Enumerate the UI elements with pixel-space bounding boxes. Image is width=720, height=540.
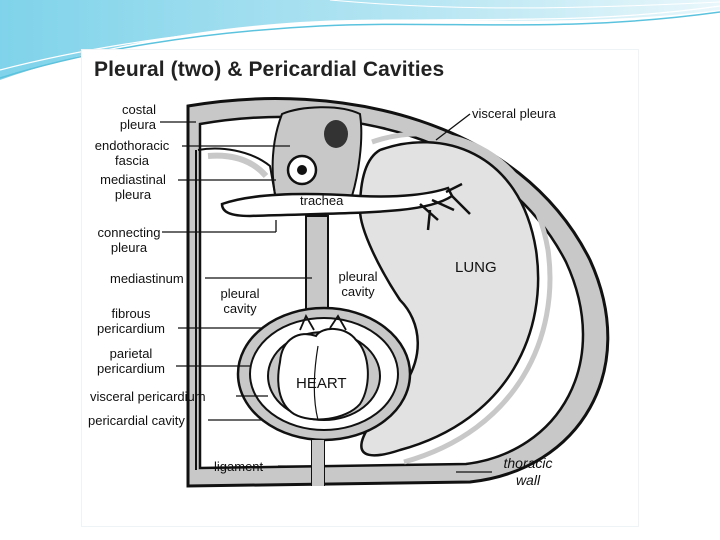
label-lung: LUNG <box>455 259 497 276</box>
label-thoracic-wall: thoracic wall <box>503 455 553 488</box>
diagram-title: Pleural (two) & Pericardial Cavities <box>94 58 445 81</box>
leader-lines <box>160 113 492 473</box>
label-ligament: ligament <box>214 459 264 474</box>
mediastinum-upper <box>271 106 363 202</box>
label-pleural-cavity-right: pleural cavity <box>338 269 378 299</box>
label-mediastinum: mediastinum <box>110 271 184 286</box>
label-visceral-pericardium: visceral pericardium <box>90 389 206 404</box>
lung <box>358 141 540 457</box>
label-parietal-pericardium: parietal pericardium <box>97 346 165 376</box>
mediastinum-stalk <box>305 215 329 313</box>
label-mediastinal-pleura: mediastinal pleura <box>100 172 166 202</box>
label-pleural-cavity-left: pleural cavity <box>220 286 260 316</box>
heart <box>277 328 369 421</box>
label-connecting-pleura: connecting pleura <box>97 225 161 255</box>
trachea <box>220 186 454 218</box>
label-trachea: trachea <box>300 193 344 208</box>
esophagus <box>324 120 348 148</box>
label-fibrous-pericardium: fibrous pericardium <box>97 306 165 336</box>
label-costal-pleura: costal pleura <box>119 102 156 132</box>
label-pericardial-cavity: pericardial cavity <box>88 413 185 428</box>
label-heart: HEART <box>296 375 347 392</box>
label-endothoracic-fascia: endothoracic fascia <box>94 138 170 168</box>
label-visceral-pleura: visceral pleura <box>472 106 556 121</box>
